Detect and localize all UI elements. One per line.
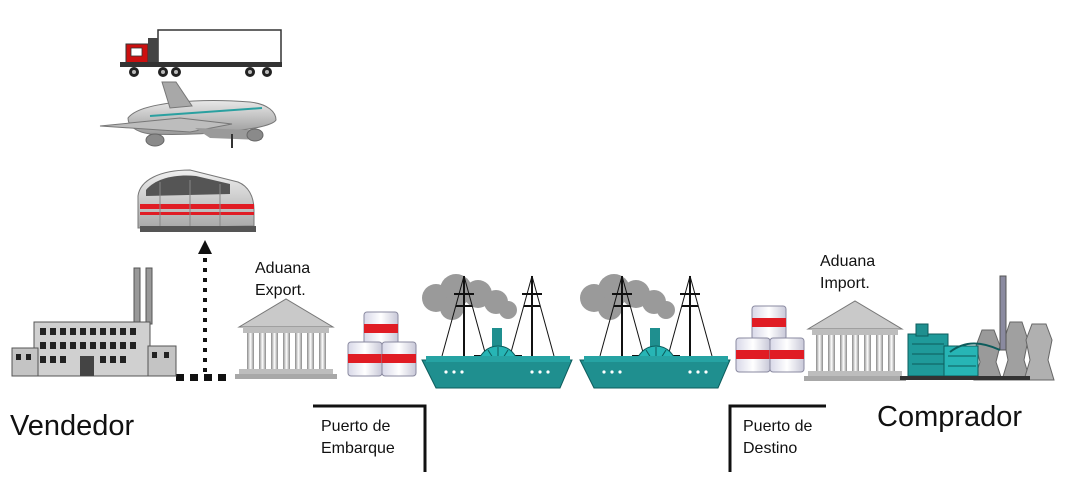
port-of-loading-marker bbox=[313, 404, 427, 472]
steamship-icon-2 bbox=[579, 273, 731, 389]
export-customs-building-icon bbox=[234, 298, 338, 380]
import-customs-building-icon bbox=[803, 300, 907, 382]
port-of-destination-line1: Puerto de bbox=[743, 418, 813, 435]
airplane-icon bbox=[99, 81, 277, 148]
import-customs-line1: Aduana bbox=[820, 253, 876, 270]
train-icon bbox=[137, 169, 256, 232]
factory-icon bbox=[11, 267, 177, 377]
import-customs-line2: Import. bbox=[820, 275, 870, 292]
port-of-loading-label: Puerto de Embarque bbox=[321, 416, 395, 460]
transport-arrow bbox=[198, 240, 212, 372]
import-customs-label: Aduana Import. bbox=[820, 251, 875, 295]
export-customs-line2: Export. bbox=[255, 282, 306, 299]
truck-icon bbox=[120, 29, 282, 77]
industrial-plant-icon bbox=[900, 275, 1055, 381]
destination-cargo-icon bbox=[735, 305, 805, 373]
seller-label: Vendedor bbox=[10, 410, 135, 442]
buyer-label: Comprador bbox=[877, 401, 1023, 433]
loading-cargo-icon bbox=[347, 311, 417, 377]
port-of-destination-label: Puerto de Destino bbox=[743, 416, 812, 460]
port-of-destination-marker bbox=[728, 404, 826, 472]
port-of-destination-line2: Destino bbox=[743, 440, 798, 457]
steamship-icon-1 bbox=[421, 273, 573, 389]
port-of-loading-line1: Puerto de bbox=[321, 418, 391, 435]
port-of-loading-line2: Embarque bbox=[321, 440, 395, 457]
export-customs-label: Aduana Export. bbox=[255, 258, 310, 302]
transport-dotted-line bbox=[176, 374, 226, 381]
export-customs-line1: Aduana bbox=[255, 260, 311, 277]
